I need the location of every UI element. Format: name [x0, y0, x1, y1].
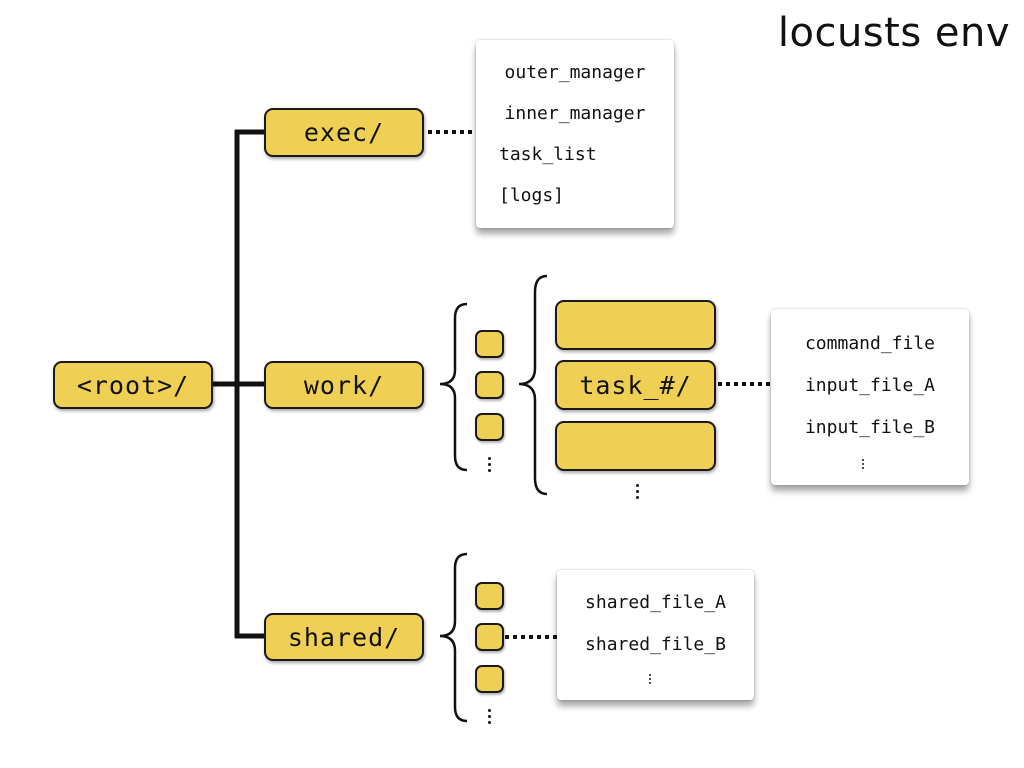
- root-folder[interactable]: <root>/: [53, 361, 213, 409]
- exec-folder[interactable]: exec/: [264, 108, 424, 157]
- more-indicator: [635, 484, 639, 499]
- file-entry: task_list: [499, 144, 597, 165]
- work-subfolder[interactable]: [475, 330, 504, 358]
- task-folder-blank[interactable]: [555, 300, 716, 350]
- brace-tasks: [518, 274, 548, 496]
- work-subfolder[interactable]: [475, 413, 504, 441]
- more-indicator: [648, 674, 652, 684]
- shared-subfolder[interactable]: [475, 665, 504, 693]
- work-subfolder[interactable]: [475, 371, 504, 399]
- shared-subfolder[interactable]: [475, 582, 504, 610]
- task-contents-card: command_file input_file_A input_file_B: [771, 309, 969, 485]
- more-indicator: [861, 459, 865, 469]
- shared-contents-card: shared_file_A shared_file_B: [557, 570, 754, 700]
- shared-subfolder[interactable]: [475, 623, 504, 651]
- brace-work: [439, 302, 468, 472]
- file-entry: command_file: [804, 333, 936, 354]
- file-entry: inner_manager: [504, 103, 646, 124]
- more-indicator: [487, 457, 491, 472]
- file-entry: shared_file_B: [585, 634, 726, 655]
- file-entry: input_file_A: [804, 375, 936, 396]
- file-entry: shared_file_A: [585, 592, 726, 613]
- exec-contents-card: outer_manager inner_manager task_list [l…: [476, 40, 674, 228]
- file-entry: input_file_B: [804, 417, 936, 438]
- task-folder[interactable]: task_#/: [555, 360, 716, 410]
- brace-shared: [439, 552, 468, 723]
- file-entry: [logs]: [499, 185, 565, 206]
- shared-folder[interactable]: shared/: [264, 613, 424, 661]
- diagram-title: locusts env: [777, 10, 1010, 56]
- more-indicator: [487, 709, 491, 724]
- task-folder-blank[interactable]: [555, 421, 716, 471]
- file-entry: outer_manager: [504, 62, 646, 83]
- work-folder[interactable]: work/: [264, 361, 424, 409]
